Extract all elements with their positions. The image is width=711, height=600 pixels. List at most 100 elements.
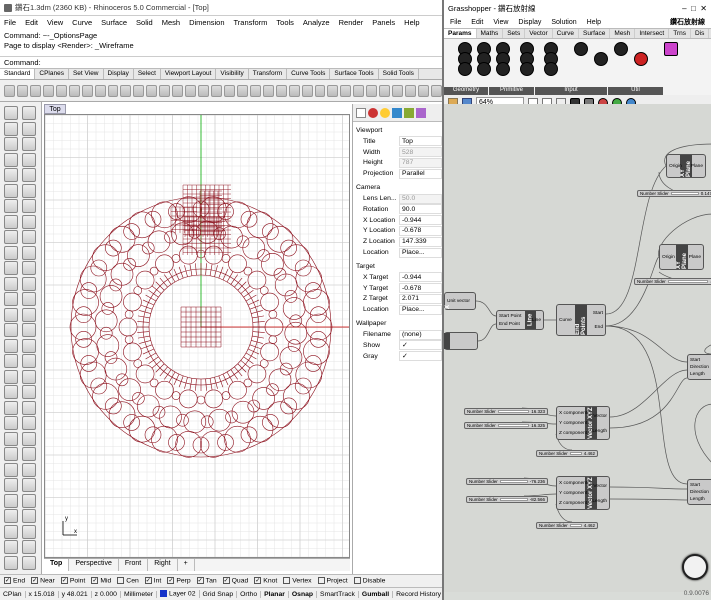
left-tool-icon[interactable] xyxy=(22,431,36,446)
mode-toggle-planar[interactable]: Planar xyxy=(261,590,289,598)
viewport-tab-top[interactable]: Top xyxy=(44,559,70,571)
slider-track[interactable] xyxy=(667,280,709,283)
slider-track[interactable] xyxy=(497,410,530,413)
gh-input-param[interactable]: X component xyxy=(559,411,588,416)
left-tool-icon[interactable] xyxy=(4,323,18,337)
paste-icon[interactable] xyxy=(94,84,106,97)
gh-tab-dis[interactable]: Dis xyxy=(691,29,710,38)
osnap-disable[interactable]: Disable xyxy=(353,577,385,585)
toolbar-tab-standard[interactable]: Standard xyxy=(0,69,36,79)
gh-output-param[interactable]: Plane xyxy=(688,255,701,260)
gh-output-param[interactable]: Line xyxy=(531,318,541,323)
left-tool-icon[interactable] xyxy=(22,199,36,213)
menu-item-solid[interactable]: Solid xyxy=(136,18,153,27)
viewport-tab-perspective[interactable]: Perspective xyxy=(69,559,119,571)
mode-toggle-ortho[interactable]: Ortho xyxy=(237,590,262,598)
menu-item-file[interactable]: File xyxy=(4,18,17,27)
osnap-quad[interactable]: ✓Quad xyxy=(222,577,248,585)
gh-vector-param-icon[interactable] xyxy=(458,62,472,76)
left-tool-icon[interactable] xyxy=(4,106,18,120)
checkbox[interactable]: ✓ xyxy=(144,577,152,585)
zoom-extents-icon[interactable] xyxy=(172,84,184,97)
left-tool-icon[interactable] xyxy=(4,307,18,322)
left-tool-icon[interactable] xyxy=(4,524,18,539)
menu-item-curve[interactable]: Curve xyxy=(72,18,93,27)
checkbox[interactable]: ✓ xyxy=(196,577,204,585)
property-value[interactable]: (none) xyxy=(399,329,442,340)
slider-track[interactable] xyxy=(670,192,699,195)
environment-icon[interactable] xyxy=(392,107,402,118)
menu-item-transform[interactable]: Transform xyxy=(233,18,268,27)
left-tool-icon[interactable] xyxy=(22,338,36,353)
gh-colour-swatch-icon[interactable] xyxy=(544,62,558,76)
viewport-title-tab[interactable]: Top xyxy=(44,104,66,114)
property-value[interactable]: 50.0 xyxy=(399,193,442,204)
checkbox[interactable]: ✓ xyxy=(4,577,11,585)
left-tool-icon[interactable] xyxy=(22,354,36,368)
undo-icon[interactable] xyxy=(107,84,119,97)
render-icon[interactable] xyxy=(249,84,261,97)
gh-output-param[interactable]: End xyxy=(594,325,603,330)
left-tool-icon[interactable] xyxy=(4,416,18,430)
left-tool-icon[interactable] xyxy=(22,416,36,430)
checkbox[interactable]: ✓ xyxy=(254,577,262,585)
slider-track[interactable] xyxy=(499,498,528,501)
left-tool-icon[interactable] xyxy=(22,292,36,306)
toolbar-tab-select[interactable]: Select xyxy=(134,69,161,79)
gh-tab-maths[interactable]: Maths xyxy=(477,29,504,38)
zoom-selected-icon[interactable] xyxy=(185,84,197,97)
left-tool-icon[interactable] xyxy=(22,555,36,570)
left-tool-icon[interactable] xyxy=(4,462,18,477)
gh-output-param[interactable]: Plane xyxy=(690,164,703,169)
maximize-icon[interactable]: □ xyxy=(691,3,696,13)
left-tool-icon[interactable] xyxy=(22,478,36,492)
gh-input-param[interactable]: End Point xyxy=(499,322,520,327)
gh-output-param[interactable]: Length xyxy=(592,498,607,504)
left-tool-icon[interactable] xyxy=(22,369,36,384)
left-tool-icon[interactable] xyxy=(22,540,36,554)
gh-navigation-compass[interactable] xyxy=(682,554,708,580)
osnap-knot[interactable]: ✓Knot xyxy=(254,577,277,585)
gh-input-param[interactable]: Curve xyxy=(559,318,572,323)
open-file-icon[interactable] xyxy=(16,84,28,97)
property-value[interactable]: 147.339 xyxy=(399,236,442,247)
zoom-window-icon[interactable] xyxy=(159,84,171,97)
property-value[interactable]: -0.944 xyxy=(399,215,442,226)
gh-menu-display[interactable]: Display xyxy=(518,18,542,26)
gh-menu-file[interactable]: File xyxy=(450,18,462,26)
gh-cluster-icon[interactable] xyxy=(614,42,628,56)
gh-output-param[interactable]: Length xyxy=(592,428,607,434)
checkbox[interactable] xyxy=(283,577,291,585)
property-value[interactable]: ✓ xyxy=(399,340,442,351)
property-value[interactable]: 528 xyxy=(399,147,442,158)
command-line-input[interactable]: Command: xyxy=(0,56,442,67)
viewport-tab-front[interactable]: Front xyxy=(119,559,149,571)
new-file-icon[interactable] xyxy=(4,84,15,97)
property-value[interactable]: -0.678 xyxy=(399,283,442,294)
gh-menu-help[interactable]: Help xyxy=(586,18,602,26)
save-file-icon[interactable] xyxy=(29,84,41,97)
left-tool-icon[interactable] xyxy=(22,276,36,291)
gh-number-slider[interactable]: Number Slider-76.236 xyxy=(466,478,548,485)
gh-input-param[interactable]: Origin xyxy=(662,255,675,260)
gh-tab-params[interactable]: Params xyxy=(444,29,477,38)
osnap-near[interactable]: ✓Near xyxy=(31,577,55,585)
gh-input-param[interactable]: Direction xyxy=(690,490,709,495)
property-value[interactable]: 2.071 xyxy=(399,293,442,304)
hide-icon[interactable] xyxy=(301,84,313,97)
menu-item-render[interactable]: Render xyxy=(338,18,364,27)
toolbar-tab-display[interactable]: Display xyxy=(104,69,134,79)
show-icon[interactable] xyxy=(314,84,326,97)
gh-number-slider[interactable]: Number Slider-82.566 xyxy=(466,496,548,503)
gh-menu-edit[interactable]: Edit xyxy=(471,18,484,26)
left-tool-icon[interactable] xyxy=(22,509,36,523)
left-tool-icon[interactable] xyxy=(22,168,36,182)
toolbar-tab-set-view[interactable]: Set View xyxy=(69,69,104,79)
left-tool-icon[interactable] xyxy=(4,509,18,523)
left-tool-icon[interactable] xyxy=(4,385,18,399)
